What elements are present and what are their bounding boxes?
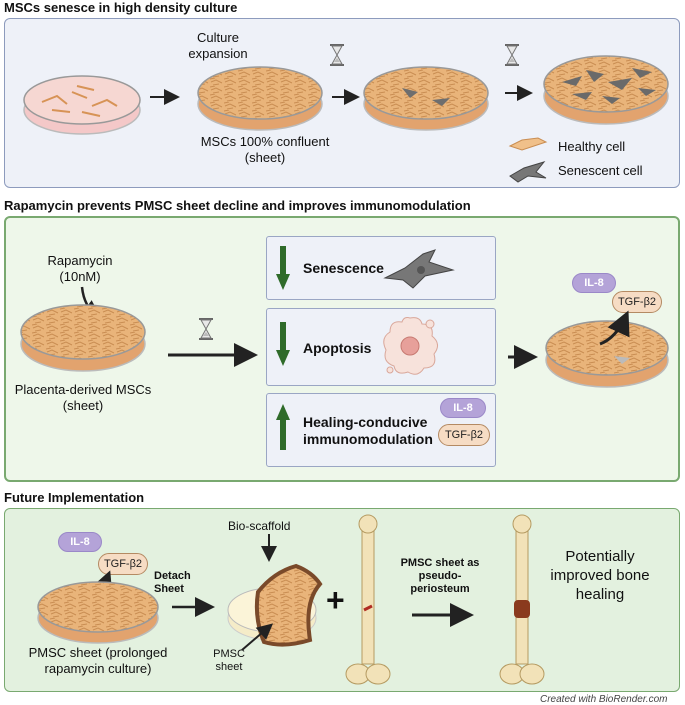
pmsc-sheet-arrow: [241, 623, 274, 651]
culture-expansion-label: Culture expansion: [188, 30, 248, 61]
secretion-arrow: [599, 310, 630, 346]
confluent-label: MSCs 100% confluent (sheet): [200, 134, 330, 165]
bone-icon: [499, 514, 545, 685]
arrow-3: [505, 85, 533, 101]
tgf-badge: TGF-β2: [98, 553, 148, 575]
bioscaffold-arrow: [261, 534, 277, 562]
legend-senescent-label: Senescent cell: [558, 163, 643, 178]
section3-title: Future Implementation: [4, 490, 145, 505]
hourglass-icon: [330, 44, 344, 66]
petri-dish-partial-senescent: [363, 66, 489, 131]
section1-title: MSCs senesce in high density culture: [4, 0, 238, 15]
plus-icon: +: [326, 582, 345, 618]
tgf-badge: TGF-β2: [612, 291, 662, 313]
tgf-badge: TGF-β2: [438, 424, 490, 446]
rapamycin-label: Rapamycin (10nM): [47, 253, 113, 284]
senescent-cell-icon: [383, 249, 455, 289]
senescent-cell-icon: [509, 161, 547, 183]
il8-badge: IL-8: [572, 273, 616, 293]
hourglass-icon: [199, 318, 213, 340]
senescence-label: Senescence: [303, 260, 384, 276]
apoptosis-label: Apoptosis: [303, 340, 372, 356]
apoptotic-cell-icon: [383, 317, 438, 375]
down-arrow-icon: [276, 322, 290, 366]
pmsc-sheet-label: PMSC sheet: [213, 648, 245, 673]
section2-title: Rapamycin prevents PMSC sheet decline an…: [4, 198, 471, 213]
improved-healing-label: Potentially improved bone healing: [550, 548, 650, 603]
petri-dish-prolonged: [37, 581, 159, 644]
petri-dish-senescent: [543, 55, 669, 125]
pmsc-label: Placenta-derived MSCs (sheet): [14, 382, 152, 413]
down-arrow-icon: [276, 246, 290, 290]
hourglass-icon: [505, 44, 519, 66]
arrow-to-effects: [168, 343, 258, 367]
box-senescence: [266, 236, 496, 300]
arrow-detach: [172, 597, 215, 617]
healing-label: Healing-conducive immunomodulation: [303, 414, 433, 447]
petri-dish-rapamycin-result: [545, 320, 669, 388]
pseudo-periosteum-label: PMSC sheet as pseudo-periosteum: [400, 557, 480, 595]
petri-dish-sparse: [23, 75, 141, 135]
box-apoptosis: [266, 308, 496, 386]
arrow-implant: [412, 603, 474, 627]
arrow-2: [332, 89, 360, 105]
arrow-to-result: [508, 345, 538, 369]
petri-dish-confluent: [197, 66, 323, 131]
up-arrow-icon: [276, 404, 290, 450]
legend-healthy-label: Healthy cell: [558, 139, 626, 154]
petri-dish-pmsc: [20, 304, 146, 372]
healthy-cell-icon: [508, 137, 548, 151]
il8-badge: IL-8: [58, 532, 102, 552]
detach-sheet-label: Detach Sheet: [154, 570, 191, 595]
prolonged-label: PMSC sheet (prolonged rapamycin culture): [28, 645, 168, 676]
bone-icon: [345, 514, 391, 685]
bioscaffold-label: Bio-scaffold: [228, 519, 291, 533]
arrow-1: [150, 89, 180, 105]
il8-badge: IL-8: [440, 398, 486, 418]
biorender-credit: Created with BioRender.com: [540, 694, 668, 705]
